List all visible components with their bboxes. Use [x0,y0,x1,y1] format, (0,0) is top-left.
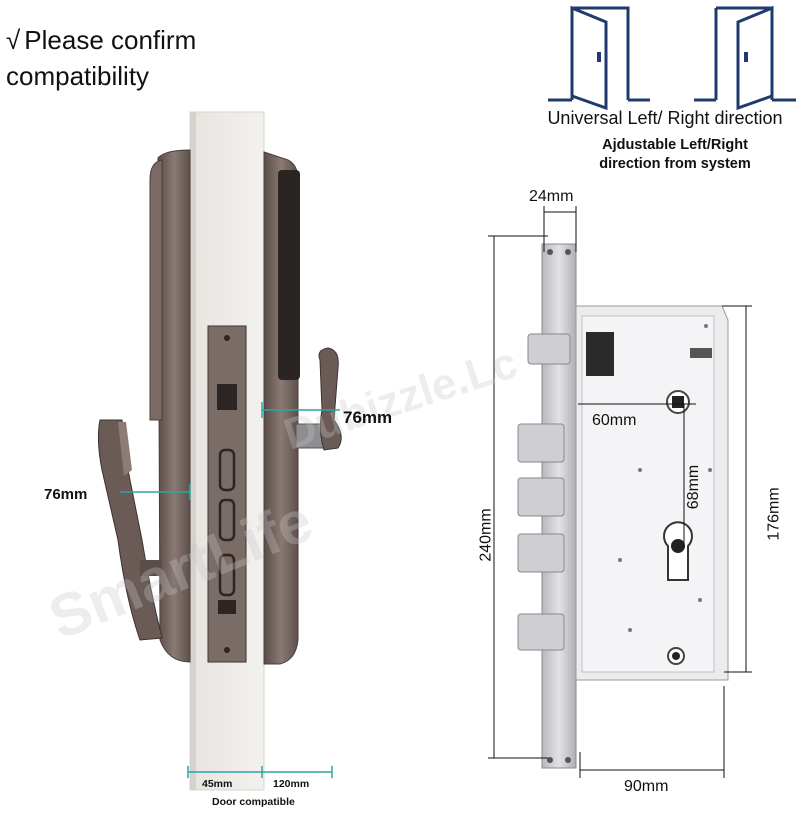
direction-title: Universal Left/ Right direction [547,108,783,128]
inner-lock-body [263,151,300,665]
lock-dimension-guides [120,402,340,778]
compatibility-note: √Please confirm compatibility [6,22,196,94]
backset-label: 60mm [592,412,637,429]
door-right-icon [694,5,796,111]
handle-offset-left-label: 76mm [44,486,88,503]
headline-line1: Please confirm [24,25,197,55]
mortise-dimension-lines [488,206,752,778]
door-edge-faceplate [207,325,247,663]
checkmark-icon: √ [6,25,21,55]
outer-lock-body [149,149,191,663]
mortise-bolts [517,333,571,651]
outer-handle [97,419,163,641]
center-distance-label: 68mm [685,464,703,510]
direction-subtitle: Ajdustable Left/Right direction from sys… [599,137,751,172]
faceplate-width-label: 24mm [529,188,574,205]
door-compatible-caption: Door compatible [212,796,295,808]
total-height-label: 240mm [477,508,495,562]
mortise-case [575,305,729,681]
door-left-icon [548,5,650,111]
inner-handle [295,347,342,451]
headline-line2: compatibility [6,61,150,91]
handle-offset-right-label: 76mm [343,408,393,427]
door-thickness-max-label: 120mm [273,778,310,790]
svg-text:Dubizzle.Lc: Dubizzle.Lc [278,338,523,459]
door-thickness-min-label: 45mm [202,778,233,790]
case-depth-label: 90mm [624,778,669,795]
case-height-label: 176mm [765,487,783,541]
